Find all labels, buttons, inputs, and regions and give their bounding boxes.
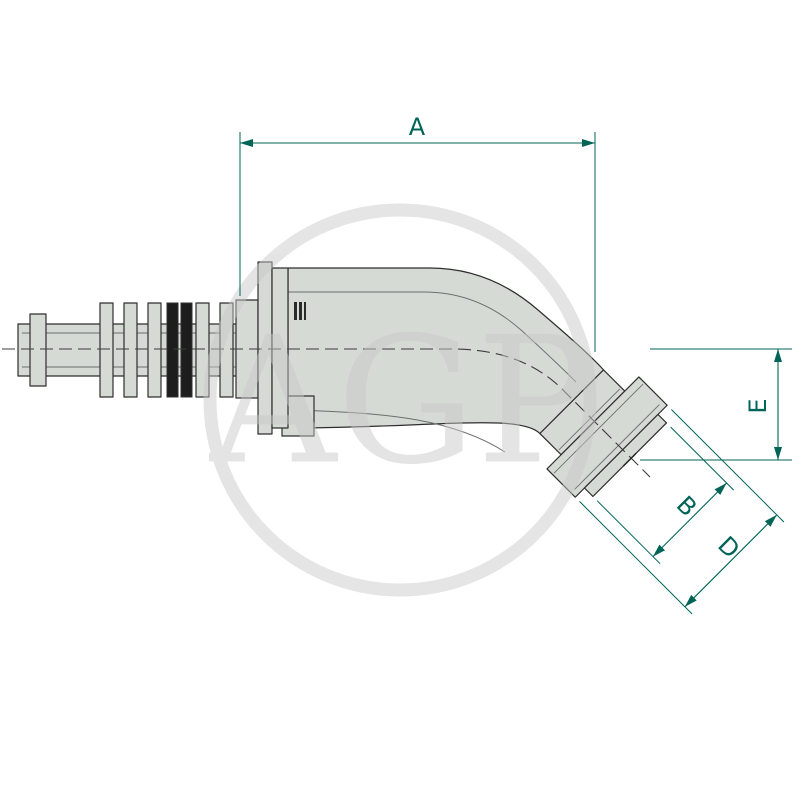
body-contour-line: [288, 291, 577, 383]
watermark-text: AGP: [208, 301, 594, 504]
dimension-e: E: [640, 348, 792, 461]
collar-ring: [271, 267, 289, 429]
stamp-bar: [294, 302, 297, 320]
extension-line: [596, 500, 661, 565]
dimension-line: [684, 514, 778, 608]
flange-center-tick: [622, 452, 637, 467]
dimension-label-b: B: [671, 491, 702, 522]
flange-detail-line: [553, 383, 644, 474]
elbow-body: [287, 267, 605, 435]
stamp-mark: [294, 302, 306, 320]
hose-tail-ring: [29, 313, 47, 387]
barb-ridge-dark: [166, 302, 179, 398]
centerline: [2, 348, 651, 478]
stamp-bar: [299, 302, 302, 320]
dimension-label-a: A: [409, 113, 426, 141]
barb-ridge: [219, 302, 234, 398]
barb-ridge: [195, 302, 210, 398]
barb-ridge-dark: [180, 302, 193, 398]
watermark-ring: [203, 203, 597, 597]
watermark: AGP: [203, 203, 597, 597]
dimension-label-d: D: [712, 531, 745, 564]
extension-line: [671, 409, 785, 523]
body-contour-line: [287, 409, 506, 453]
extension-line: [670, 426, 735, 491]
barb-ridge: [123, 302, 138, 398]
stamp-bar: [304, 302, 306, 320]
extension-line: [579, 501, 693, 615]
dimension-label-e: E: [744, 398, 772, 413]
barb-ridge: [147, 302, 162, 398]
flange-detail-line: [558, 388, 621, 451]
flange-head: [539, 369, 668, 498]
barb-ridge: [99, 302, 114, 398]
dimension-a: A: [239, 113, 596, 352]
hose-fitting-part: [17, 261, 668, 498]
flange-detail-line: [574, 404, 660, 490]
